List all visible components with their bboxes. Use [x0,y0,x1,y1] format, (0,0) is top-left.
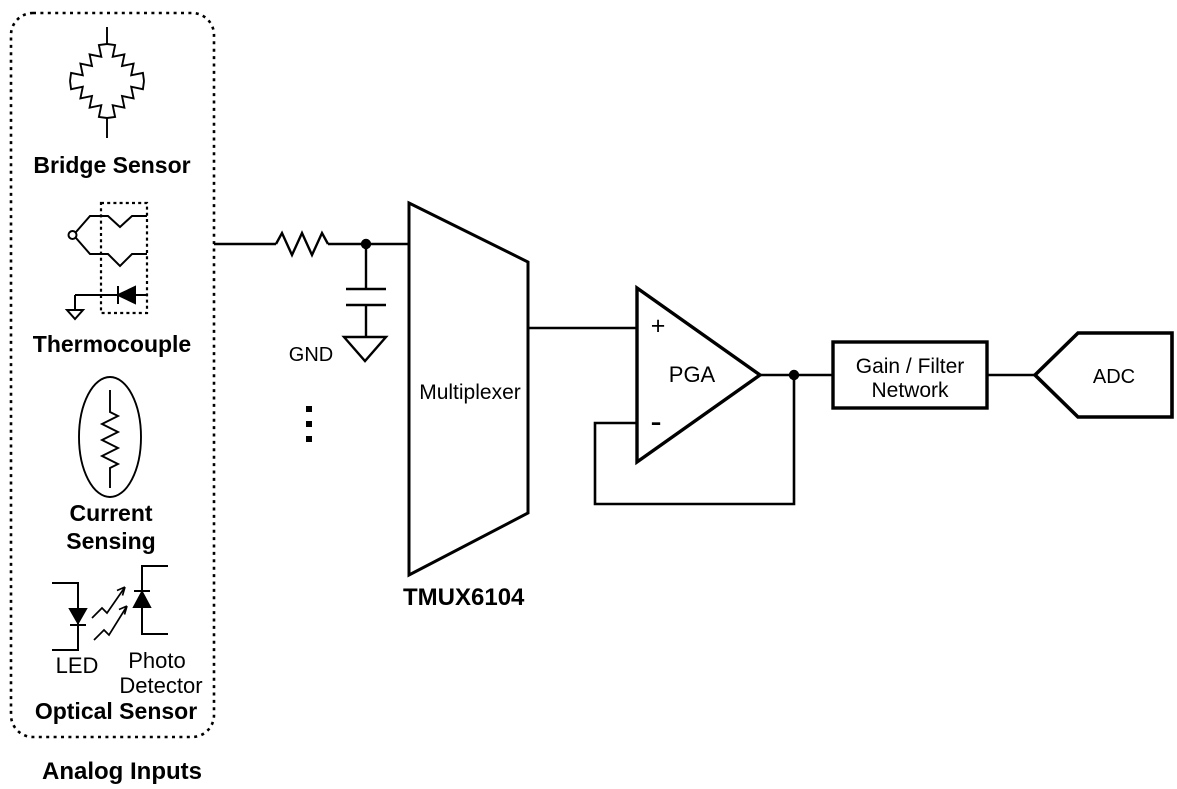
pga-feedback-path [593,375,796,506]
pga-plus-input: + [651,312,666,340]
capacitor-plates [346,287,386,307]
thermocouple-dashed-box [99,201,149,315]
bridge-resistor-top-left [69,43,108,82]
pga-label: PGA [669,362,716,387]
bridge-sensor-label: Bridge Sensor [33,152,190,178]
bridge-resistor-bottom-right [106,80,145,119]
thermocouple-terminal-circle [67,230,78,240]
pga-opamp-triangle [635,284,763,466]
current-sensing-resistor [99,390,121,488]
photo-detector-label-1: Photo [128,648,186,673]
bridge-resistor-bottom-left [69,80,108,119]
multiplexer-part-number: TMUX6104 [403,584,525,611]
adc-block: ADC [1032,331,1174,419]
analog-inputs-group: Bridge Sensor Thermocouple Current Sensi… [9,11,216,739]
bridge-resistor-top-right [106,43,145,82]
light-arrow-1 [91,586,126,619]
thermocouple-diode [115,285,136,305]
analog-inputs-dashed-box [9,11,216,739]
junction-dot-output [788,369,800,381]
led-diode [68,608,88,626]
current-sensing-label-1: Current [69,500,152,526]
thermocouple-icon [64,201,149,321]
adc-shape [1032,331,1174,419]
ellipsis-dot [306,421,312,427]
input-filter-network [214,230,409,363]
pga-block: + PGA - [593,284,833,506]
light-arrows [91,586,128,641]
thermocouple-junction-top [75,215,147,233]
more-inputs-ellipsis [306,406,312,442]
gain-filter-label-1: Gain / Filter [856,355,965,378]
current-sensing-ellipse [78,376,142,498]
gnd-label: GND [289,344,333,366]
photo-detector-diode [132,589,152,608]
ellipsis-dot [306,436,312,442]
series-resistor [274,230,330,258]
gnd-symbol [341,335,389,363]
thermocouple-junction-bottom [75,237,147,268]
led-label: LED [56,653,99,678]
ellipsis-dot [306,406,312,412]
bridge-sensor-icon [69,27,145,138]
analog-inputs-label: Analog Inputs [42,758,202,785]
current-sensing-label-2: Sensing [66,528,155,554]
adc-label: ADC [1093,366,1135,388]
optical-sensor-label: Optical Sensor [35,698,197,724]
gain-filter-box [831,340,989,410]
photo-detector-label-2: Detector [119,673,202,698]
multiplexer-shape [407,200,530,578]
thermocouple-gnd-symbol [64,309,86,321]
current-sensing-icon [78,376,142,498]
multiplexer-label: Multiplexer [419,381,521,404]
gain-filter-block: Gain / Filter Network [831,340,989,410]
thermocouple-label: Thermocouple [33,331,191,357]
optical-sensor-icon [52,565,168,651]
light-arrow-2 [93,605,128,641]
multiplexer-block: Multiplexer TMUX6104 [403,200,530,611]
gain-filter-label-2: Network [871,379,949,402]
pga-minus-input: - [650,403,661,441]
